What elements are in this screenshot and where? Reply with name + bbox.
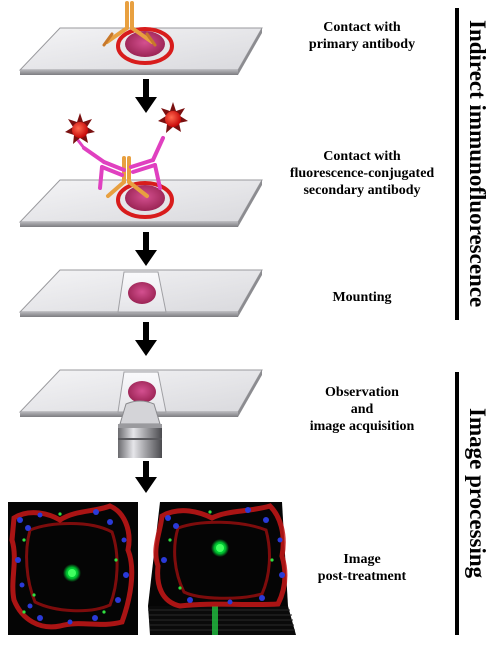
arrow-down-icon: [135, 322, 157, 356]
slide-step-primary: [18, 27, 263, 75]
step-label-secondary: Contact with fluorescence-conjugated sec…: [277, 148, 447, 199]
section-bracket-immunofluorescence: [455, 8, 459, 320]
section-title-immunofluorescence: Indirect immunofluorescence: [465, 20, 490, 308]
fluorophore-icon: [158, 102, 188, 133]
section-bracket-image-processing: [455, 372, 459, 635]
fluorescence-image-stack: [148, 502, 296, 635]
step-label-line: primary antibody: [308, 37, 416, 52]
step-label-line: secondary antibody: [303, 183, 421, 198]
tissue-sample: [128, 381, 156, 403]
step-label-line: post-treatment: [317, 569, 407, 584]
slide-step-observation: [18, 369, 263, 417]
arrow-down-icon: [135, 232, 157, 266]
arrow-down-icon: [135, 461, 157, 493]
section-title-image-processing: Image processing: [465, 408, 490, 579]
step-label-line: image acquisition: [309, 419, 415, 434]
primary-antibody-icon: [102, 1, 157, 47]
slide-step-secondary: [18, 179, 263, 227]
microscope-objective-icon: [118, 400, 162, 458]
fluorophore-icon: [65, 113, 95, 144]
arrow-down-icon: [135, 79, 157, 113]
tissue-sample: [125, 185, 165, 211]
step-label-primary: Contact with primary antibody: [277, 19, 447, 53]
step-label-line: Image: [343, 552, 381, 567]
antigen-ring: [116, 181, 174, 219]
step-label-line: Contact with: [323, 149, 401, 164]
step-label-line: Contact with: [323, 20, 401, 35]
tissue-sample: [125, 31, 165, 57]
step-label-line: and: [350, 402, 374, 417]
tissue-sample: [128, 282, 156, 304]
antigen-ring: [116, 27, 174, 65]
fluorescence-image-2d: [8, 502, 138, 635]
step-label-mounting: Mounting: [277, 289, 447, 306]
step-label-line: fluorescence-conjugated: [289, 166, 435, 181]
secondary-antibody-icon: [129, 136, 165, 190]
secondary-antibody-icon: [75, 137, 126, 190]
step-label-observation: Observation and image acquisition: [277, 384, 447, 435]
step-label-line: Observation: [325, 385, 399, 400]
step-label-line: Mounting: [332, 290, 392, 305]
step-label-post-treatment: Image post-treatment: [277, 551, 447, 585]
slide-step-mounting: [18, 269, 263, 317]
